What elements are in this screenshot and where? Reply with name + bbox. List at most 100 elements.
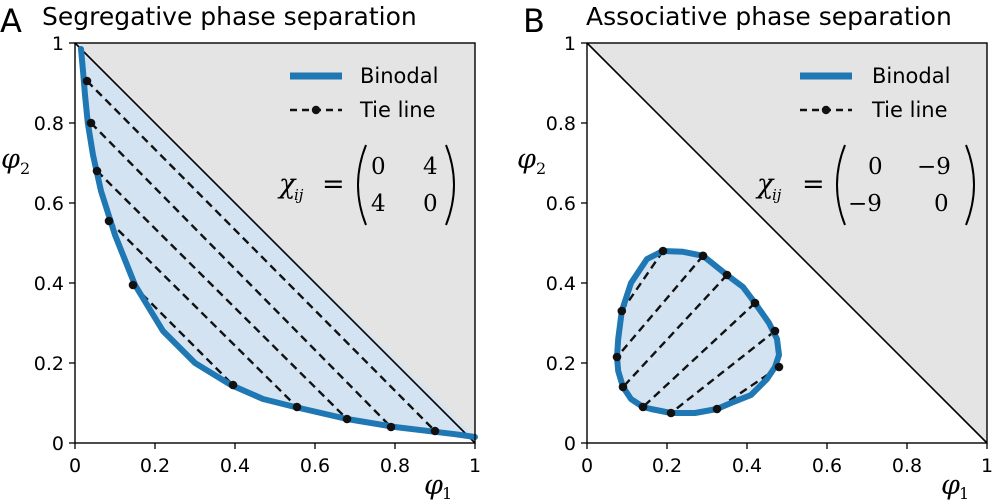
tie-lines-a bbox=[86, 80, 436, 432]
chi-matrix-a: χ ij = 0 4 4 0 bbox=[277, 144, 455, 226]
y-axis-label-b: φ bbox=[517, 144, 536, 175]
tie-lines-b bbox=[616, 250, 780, 414]
matrix-bracket-right-b bbox=[965, 144, 975, 226]
tie-point-b-3-2 bbox=[618, 382, 628, 392]
tie-point-a-3-2 bbox=[342, 414, 352, 424]
y-tick-label-a: 0 bbox=[52, 433, 64, 455]
tie-line-a-5 bbox=[132, 284, 234, 386]
tie-point-a-1-2 bbox=[430, 426, 440, 436]
diagonal-b bbox=[586, 42, 988, 444]
legend-binodal-label-a: Binodal bbox=[360, 64, 438, 88]
tie-point-b-5-1 bbox=[770, 326, 780, 336]
tie-point-b-2-1 bbox=[698, 251, 708, 261]
tie-line-b-5 bbox=[670, 330, 776, 414]
x-axis-subscript-a: 1 bbox=[442, 484, 452, 501]
x-tick-label-a: 1 bbox=[469, 455, 481, 477]
legend-tieline-label-a: Tie line bbox=[359, 98, 436, 122]
y-ticks-b: 0 0.2 0.4 0.6 0.8 1 bbox=[546, 33, 587, 455]
tie-point-b-1-2 bbox=[617, 306, 627, 316]
y-axis-subscript-a: 2 bbox=[20, 159, 30, 178]
legend-b: Binodal Tie line bbox=[800, 64, 950, 122]
tie-point-a-2-2 bbox=[386, 422, 396, 432]
y-tick-label-b: 1 bbox=[564, 33, 576, 55]
matrix-bracket-left-a bbox=[357, 144, 367, 226]
x-tick-label-b: 0.2 bbox=[652, 455, 682, 477]
diagonal-a bbox=[74, 42, 476, 444]
tie-point-b-4-1 bbox=[750, 298, 760, 308]
matrix-entry-b-22: 0 bbox=[934, 191, 949, 217]
x-tick-label-a: 0.2 bbox=[140, 455, 170, 477]
chi-subscript-a: ij bbox=[294, 186, 304, 204]
panel-title-a: Segregative phase separation bbox=[42, 2, 417, 31]
x-tick-label-b: 0 bbox=[581, 455, 593, 477]
matrix-entry-b-11: 0 bbox=[868, 154, 883, 180]
y-tick-label-a: 0.8 bbox=[34, 113, 64, 135]
panel-letter-b: B bbox=[523, 2, 545, 40]
two-phase-region-a bbox=[81, 49, 475, 437]
y-tick-label-b: 0.4 bbox=[546, 273, 576, 295]
tie-point-b-1-1 bbox=[658, 246, 668, 256]
x-axis-label-a: φ bbox=[424, 470, 443, 501]
chi-symbol-b: χ bbox=[755, 169, 775, 200]
tie-line-b-2 bbox=[616, 255, 704, 358]
tie-point-a-4-2 bbox=[292, 402, 302, 412]
y-tick-label-a: 0.6 bbox=[34, 193, 64, 215]
chi-equals-b: = bbox=[802, 169, 825, 200]
x-tick-label-a: 0.4 bbox=[220, 455, 250, 477]
x-tick-label-b: 0.6 bbox=[812, 455, 842, 477]
tie-dots-a bbox=[82, 76, 440, 436]
tie-line-a-4 bbox=[108, 220, 298, 408]
matrix-entry-b-21: −9 bbox=[848, 191, 882, 217]
panel-b: B Associative phase separation 0 0.2 0.4 0.… bbox=[517, 2, 993, 501]
y-tick-label-a: 0.4 bbox=[34, 273, 64, 295]
tie-line-a-3 bbox=[96, 170, 348, 420]
tie-point-a-4-1 bbox=[104, 216, 114, 226]
matrix-entry-b-12: −9 bbox=[917, 154, 951, 180]
matrix-entry-a-22: 0 bbox=[423, 191, 438, 217]
legend-tieline-dot-b bbox=[821, 105, 831, 115]
chi-symbol-a: χ bbox=[277, 169, 297, 200]
tie-point-a-1-1 bbox=[82, 76, 92, 86]
matrix-entry-a-12: 4 bbox=[423, 154, 438, 180]
tie-point-b-2-2 bbox=[612, 352, 622, 362]
legend-tieline-dot-a bbox=[311, 105, 321, 115]
x-tick-label-b: 0.8 bbox=[892, 455, 922, 477]
tie-point-b-6-2 bbox=[712, 404, 722, 414]
chi-equals-a: = bbox=[322, 169, 345, 200]
x-tick-label-a: 0.6 bbox=[300, 455, 330, 477]
y-tick-label-a: 1 bbox=[52, 33, 64, 55]
axes-frame-b bbox=[586, 42, 988, 444]
x-tick-label-a: 0.8 bbox=[380, 455, 410, 477]
y-tick-label-b: 0.6 bbox=[546, 193, 576, 215]
y-tick-label-b: 0 bbox=[564, 433, 576, 455]
y-axis-label-a: φ bbox=[1, 144, 20, 175]
x-tick-label-a: 0 bbox=[69, 455, 81, 477]
axes-frame-a bbox=[74, 42, 476, 444]
y-ticks-a: 0 0.2 0.4 0.6 0.8 1 bbox=[34, 33, 75, 455]
tie-point-a-5-2 bbox=[228, 380, 238, 390]
tie-point-a-3-1 bbox=[92, 166, 102, 176]
panel-title-b: Associative phase separation bbox=[586, 2, 952, 31]
x-tick-label-b: 0.4 bbox=[732, 455, 762, 477]
y-tick-label-a: 0.2 bbox=[34, 353, 64, 375]
tie-point-b-6-1 bbox=[774, 362, 784, 372]
x-tick-label-b: 1 bbox=[981, 455, 993, 477]
chi-subscript-b: ij bbox=[772, 186, 782, 204]
tie-line-a-2 bbox=[90, 122, 392, 428]
matrix-bracket-right-a bbox=[445, 144, 455, 226]
panel-letter-a: A bbox=[0, 2, 22, 40]
x-ticks-b: 0 0.2 0.4 0.6 0.8 1 bbox=[581, 443, 993, 477]
matrix-entry-a-21: 4 bbox=[371, 191, 386, 217]
y-tick-label-b: 0.8 bbox=[546, 113, 576, 135]
tie-dots-b bbox=[612, 246, 784, 418]
x-axis-subscript-b: 1 bbox=[959, 484, 969, 501]
tie-point-b-3-1 bbox=[722, 270, 732, 280]
y-tick-label-b: 0.2 bbox=[546, 353, 576, 375]
legend-a: Binodal Tie line bbox=[290, 64, 438, 122]
matrix-bracket-left-b bbox=[836, 144, 846, 226]
tie-point-a-2-1 bbox=[86, 118, 96, 128]
two-phase-region-b bbox=[617, 251, 779, 413]
panel-a: A Segregative phase separation 0 0.2 0.4 0.… bbox=[0, 2, 481, 501]
legend-tieline-label-b: Tie line bbox=[871, 98, 948, 122]
